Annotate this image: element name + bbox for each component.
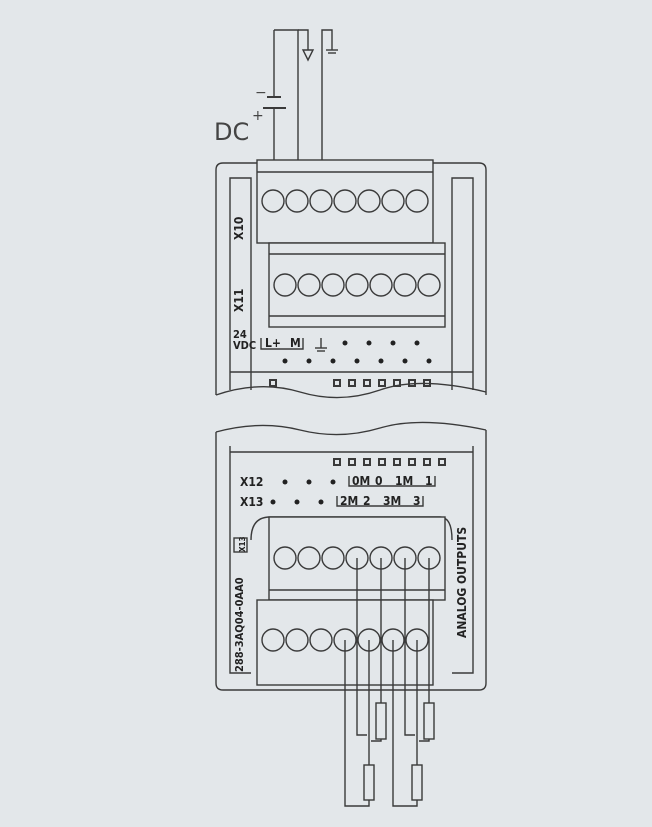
terminal-screw[interactable]	[345, 273, 369, 297]
status-led	[269, 379, 277, 387]
x10-label: X10	[232, 217, 246, 240]
minus-label: −	[255, 85, 267, 101]
terminal-dot	[354, 358, 360, 364]
load-resistor	[411, 764, 423, 801]
supply-wiring: DC − +	[214, 29, 338, 200]
status-led	[333, 458, 341, 466]
earth-ground-icon	[326, 49, 338, 54]
terminal-label: 1M	[395, 474, 413, 488]
status-led	[408, 458, 416, 466]
l-plus-label: L+	[265, 336, 281, 350]
terminal-dot	[306, 479, 312, 485]
terminal-dot	[306, 358, 312, 364]
terminal-dot	[414, 340, 420, 346]
status-led	[438, 458, 446, 466]
terminal-dot	[426, 358, 432, 364]
terminal-dot	[366, 340, 372, 346]
terminal-label: 0	[375, 474, 383, 488]
status-led	[333, 379, 341, 387]
terminal-label: 2M	[340, 494, 358, 508]
terminal-screw[interactable]	[285, 628, 309, 652]
terminal-screw[interactable]	[261, 628, 285, 652]
module-upper: X10 X11 24 VDC L+ M	[215, 159, 487, 399]
terminal-dot	[318, 499, 324, 505]
terminal-screw[interactable]	[285, 189, 309, 213]
signal-ground-icon	[301, 49, 315, 62]
id-tag: X13	[238, 536, 247, 552]
status-led	[363, 458, 371, 466]
part-number: 288-3AQ04-0AA0	[233, 577, 246, 672]
terminal-screw[interactable]	[321, 546, 345, 570]
status-led	[363, 379, 371, 387]
vdc-24-label: 24	[233, 328, 247, 341]
terminal-screw[interactable]	[321, 273, 345, 297]
terminal-screw[interactable]	[369, 273, 393, 297]
terminal-dot	[402, 358, 408, 364]
module-name: ANALOG OUTPUTS	[455, 527, 469, 638]
status-led	[423, 458, 431, 466]
terminal-screw[interactable]	[417, 273, 441, 297]
terminal-screw[interactable]	[357, 189, 381, 213]
terminal-dot	[342, 340, 348, 346]
terminal-screw[interactable]	[297, 546, 321, 570]
terminal-dot	[390, 340, 396, 346]
terminal-label: 3M	[383, 494, 401, 508]
terminal-dot	[270, 499, 276, 505]
terminal-screw[interactable]	[261, 189, 285, 213]
load-resistor	[375, 702, 387, 740]
load-resistor	[363, 764, 375, 801]
terminal-screw[interactable]	[381, 189, 405, 213]
status-led	[378, 458, 386, 466]
load-wiring	[344, 558, 435, 807]
x11-label: X11	[232, 289, 246, 312]
plus-label: +	[252, 108, 264, 124]
terminal-label: 2	[363, 494, 371, 508]
terminal-dot	[282, 358, 288, 364]
x13-label: X13	[240, 495, 263, 509]
terminal-screw[interactable]	[297, 273, 321, 297]
terminal-label: 1	[425, 474, 433, 488]
terminal-dot	[294, 499, 300, 505]
m-label: M	[290, 336, 301, 350]
terminal-dot	[330, 358, 336, 364]
status-led	[378, 379, 386, 387]
load-resistor	[423, 702, 435, 740]
terminal-screw[interactable]	[273, 273, 297, 297]
terminal-screw[interactable]	[309, 189, 333, 213]
terminal-dot	[330, 479, 336, 485]
x12-label: X12	[240, 475, 263, 489]
terminal-label: 3	[413, 494, 421, 508]
terminal-screw[interactable]	[333, 189, 357, 213]
terminal-screw[interactable]	[405, 189, 429, 213]
status-led	[348, 379, 356, 387]
status-led	[348, 458, 356, 466]
status-led	[393, 458, 401, 466]
terminal-screw[interactable]	[393, 273, 417, 297]
terminal-dot	[378, 358, 384, 364]
dc-label: DC	[214, 118, 249, 146]
terminal-label: 0M	[352, 474, 370, 488]
earth-icon	[315, 338, 327, 352]
terminal-dot	[282, 479, 288, 485]
terminal-screw[interactable]	[309, 628, 333, 652]
vdc-label: VDC	[233, 339, 256, 352]
terminal-screw[interactable]	[273, 546, 297, 570]
